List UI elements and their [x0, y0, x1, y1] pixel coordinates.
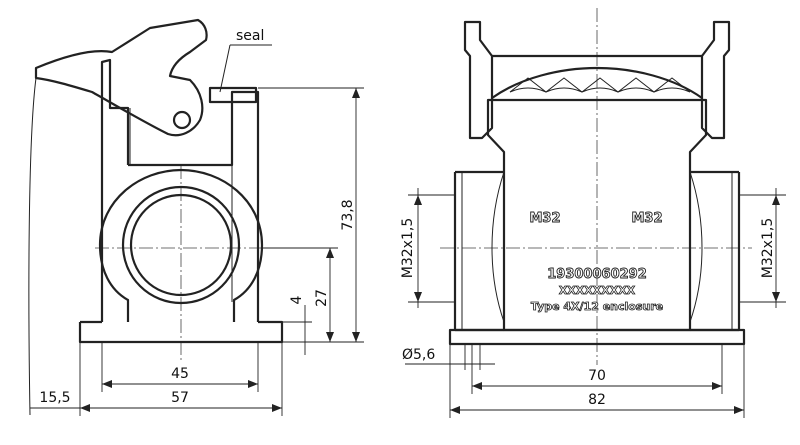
- hood-arcs: [509, 87, 691, 93]
- arrow: [472, 382, 482, 390]
- arrow: [326, 248, 334, 258]
- seal-strip: [208, 86, 258, 104]
- marking-m32-right: M32: [631, 211, 662, 226]
- cable-entry-inner-ring: [129, 193, 233, 297]
- dim-70-label: 70: [588, 368, 606, 384]
- front-base: [448, 328, 746, 346]
- side-view: seal 73,8 27 4 45 57 15,5: [28, 18, 364, 416]
- arrow: [352, 332, 360, 342]
- arrow: [80, 404, 90, 412]
- dim-27-label: 27: [314, 289, 330, 307]
- marking-type: Type 4X/12 enclosure: [531, 300, 663, 313]
- hole-diameter-label: Ø5,6: [402, 347, 435, 363]
- arrow: [248, 380, 258, 388]
- locking-lever: [34, 18, 208, 137]
- arrow: [712, 382, 722, 390]
- dim-57-label: 57: [171, 390, 189, 406]
- arrow: [772, 195, 780, 205]
- dim-4-label: 4: [289, 295, 305, 304]
- dim-82-label: 82: [588, 392, 606, 408]
- lever-pivot-icon: [172, 110, 192, 130]
- arrow: [102, 380, 112, 388]
- thread-left-label: M32x1,5: [400, 218, 416, 278]
- hood-outline: [491, 54, 703, 99]
- seal-label: seal: [236, 28, 264, 44]
- marking-part-number: 19300060292: [547, 267, 647, 282]
- side-sweep-line: [28, 77, 37, 416]
- side-body-outline: [100, 58, 260, 322]
- arrow: [272, 404, 282, 412]
- dim-45-label: 45: [171, 366, 189, 382]
- arrow: [450, 406, 460, 414]
- cable-entry-outer-ring: [121, 185, 241, 305]
- arrow: [772, 292, 780, 302]
- arrow: [352, 88, 360, 98]
- front-view: M32 M32 19300060292 XXXXXXXXX Type 4X/12…: [400, 8, 786, 418]
- seal-leader: [219, 44, 231, 93]
- marking-m32-left: M32: [529, 211, 560, 226]
- side-arch: [98, 168, 264, 322]
- arrow: [414, 292, 422, 302]
- arrow: [414, 195, 422, 205]
- right-entry-curve: [689, 171, 703, 323]
- arrow: [734, 406, 744, 414]
- dim-15-5-label: 15,5: [39, 390, 70, 406]
- arrowheads: [80, 88, 780, 414]
- marking-serial: XXXXXXXXX: [559, 284, 636, 297]
- left-entry-curve: [491, 171, 505, 323]
- arrow: [326, 332, 334, 342]
- thread-right-label: M32x1,5: [760, 218, 776, 278]
- dim-73-8-label: 73,8: [340, 199, 356, 230]
- hood-zigzag: [509, 77, 691, 93]
